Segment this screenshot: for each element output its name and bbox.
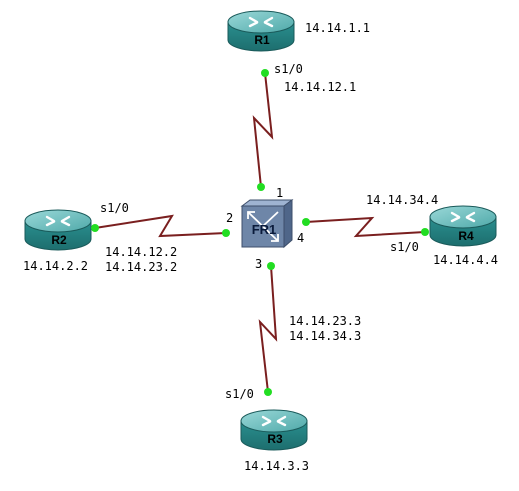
r3-loopback-label: 14.14.3.3 xyxy=(244,459,309,473)
link-r3-fr1 xyxy=(258,265,278,393)
switch-name: FR1 xyxy=(252,222,277,237)
endpoints xyxy=(91,69,429,396)
router-r4-name: R4 xyxy=(458,229,474,243)
router-r1-name: R1 xyxy=(254,33,270,47)
r1-ip-label: 14.14.12.1 xyxy=(284,80,356,94)
r1-interface-label: s1/0 xyxy=(274,62,303,76)
r4-ip-label: 14.14.34.4 xyxy=(366,193,438,207)
endpoint-r1 xyxy=(261,69,269,77)
r3-ip2-label: 14.14.34.3 xyxy=(289,329,361,343)
router-r4[interactable]: R4 xyxy=(428,205,498,247)
router-r1[interactable]: R1 xyxy=(226,10,296,52)
links xyxy=(94,72,426,393)
router-r3[interactable]: R3 xyxy=(239,409,309,451)
endpoint-fr1-p4 xyxy=(302,218,310,226)
fr1-port2-label: 2 xyxy=(226,211,233,225)
r2-ip1-label: 14.14.12.2 xyxy=(105,245,177,259)
r4-interface-label: s1/0 xyxy=(390,240,419,254)
r1-loopback-label: 14.14.1.1 xyxy=(305,21,370,35)
endpoint-fr1-p2 xyxy=(222,229,230,237)
fr1-port4-label: 4 xyxy=(297,231,304,245)
labels: 14.14.1.1 s1/0 14.14.12.1 s1/0 14.14.12.… xyxy=(23,21,498,473)
r2-ip2-label: 14.14.23.2 xyxy=(105,260,177,274)
r3-interface-label: s1/0 xyxy=(225,387,254,401)
router-r2[interactable]: R2 xyxy=(23,209,93,251)
router-r3-name: R3 xyxy=(267,432,283,446)
r4-loopback-label: 14.14.4.4 xyxy=(433,253,498,267)
endpoint-r2 xyxy=(91,224,99,232)
endpoint-fr1-p1 xyxy=(257,183,265,191)
link-r2-fr1 xyxy=(94,214,227,238)
link-r4-fr1 xyxy=(305,216,426,238)
router-r2-name: R2 xyxy=(51,233,67,247)
r3-ip1-label: 14.14.23.3 xyxy=(289,314,361,328)
endpoint-r3 xyxy=(264,388,272,396)
switch-fr1[interactable]: FR1 xyxy=(240,199,294,249)
fr1-port1-label: 1 xyxy=(276,186,283,200)
link-r1-fr1 xyxy=(252,72,274,188)
r2-loopback-label: 14.14.2.2 xyxy=(23,259,88,273)
endpoint-r4 xyxy=(421,228,429,236)
fr1-port3-label: 3 xyxy=(255,257,262,271)
endpoint-fr1-p3 xyxy=(267,262,275,270)
frame-relay-switch-icon xyxy=(240,199,294,249)
r2-interface-label: s1/0 xyxy=(100,201,129,215)
